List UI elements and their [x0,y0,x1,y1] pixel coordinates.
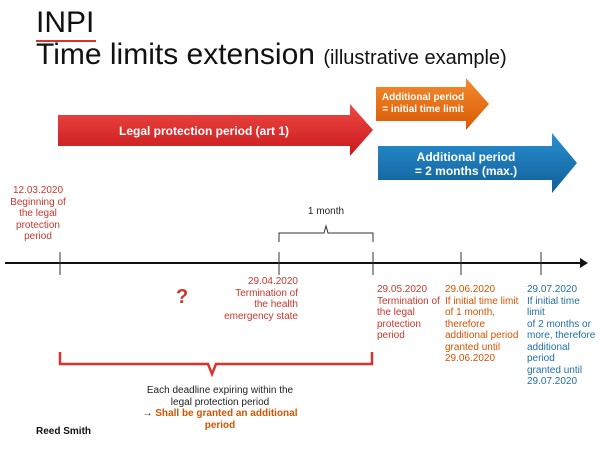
timeline-arrowhead [580,258,588,268]
long-arrow-label-line2: = 2 months (max.) [415,164,517,178]
question-mark: ? [176,286,189,308]
short-arrow-label-line2: = initial time limit [382,104,464,115]
event-end-legal: 29.05.2020 Termination of the legal prot… [377,284,457,342]
event-two-months-text: additional period [527,341,570,365]
event-health-date: 29.04.2020 [247,276,298,287]
event-one-month-text: additional period [445,330,519,341]
additional-period-long-arrow [378,133,577,193]
long-arrow-label-line1: Additional period [417,150,516,164]
event-start: 12.03.2020 Beginning of the legal protec… [0,185,76,243]
bottom-note-line: legal protection period [170,396,270,408]
event-start-text: the legal [19,208,57,219]
arrow-glyph: → [142,408,153,419]
short-arrow-label-line1: Additional period [382,92,464,103]
event-two-months-text: more, therefore [527,330,596,341]
additional-period-short-arrow [376,78,489,130]
legal-protection-arrow-label: Legal protection period (art 1) [119,124,289,138]
event-two-months-text: granted until [527,364,583,376]
slide-title-line1: INPI [36,6,95,39]
event-start-date: 12.03.2020 [12,185,64,196]
title-subtitle: (illustrative example) [323,47,507,69]
event-one-month-date: 29.06.2020 [445,284,496,295]
event-one-month-text: granted until [445,341,501,353]
event-health: 29.04.2020 Termination of the health eme… [210,276,298,322]
bottom-note: Each deadline expiring within the legal … [120,385,320,431]
footer-brand: Reed Smith [36,426,92,437]
event-start-text: Beginning of [10,196,66,208]
event-start-text: protection [16,219,60,231]
bottom-note-emphasis: period [204,419,236,431]
one-month-label: 1 month [308,206,344,217]
event-start-text: period [24,231,52,242]
event-one-month-text: 29.06.2020 [445,353,496,364]
event-end-legal-date: 29.05.2020 [377,284,428,295]
event-two-months-text: If initial time limit [527,295,580,319]
event-end-legal-text: the legal [377,307,415,318]
event-one-month-text: therefore [445,318,486,330]
event-end-legal-text: Termination of [377,295,440,307]
title-main: Time limits extension [36,38,315,71]
event-end-legal-text: period [377,330,405,341]
event-two-months-date: 29.07.2020 [527,284,578,295]
event-two-months-text: of 2 months or [527,318,591,330]
slide-title-line2: Time limits extension (illustrative exam… [36,38,507,75]
event-end-legal-text: protection [377,318,421,330]
legal-period-bracket [58,352,374,378]
event-one-month: 29.06.2020 If initial time limit of 1 mo… [445,284,527,365]
event-one-month-text: If initial time limit [445,295,519,307]
event-one-month-text: of 1 month, [445,307,496,318]
event-health-text: Termination of [235,287,298,299]
legal-protection-arrow [58,104,373,156]
event-health-text: emergency state [224,310,298,322]
event-two-months: 29.07.2020 If initial time limit of 2 mo… [527,284,600,388]
bottom-note-line: Each deadline expiring within the [146,385,294,396]
one-month-bracket [278,224,374,242]
event-two-months-text: 29.07.2020 [527,376,578,387]
event-health-text: the health [254,299,298,310]
title-underline [36,40,96,42]
bottom-note-emphasis: Shall be granted an additional [155,408,298,419]
